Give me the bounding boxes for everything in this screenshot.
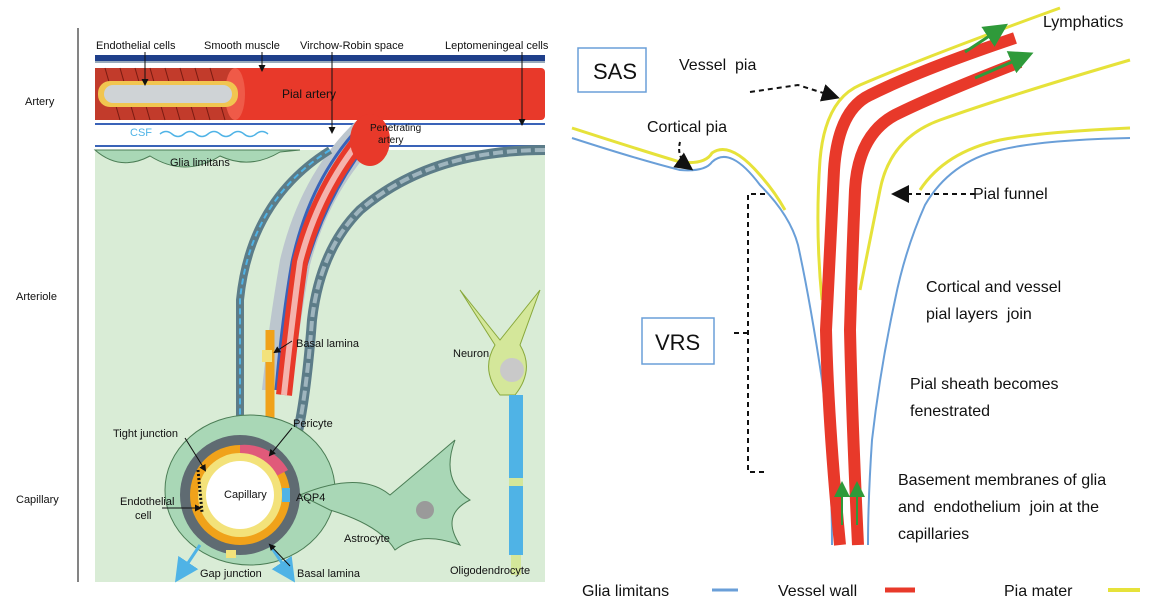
sas-label: SAS (593, 59, 637, 84)
label-cortical-pia: Cortical pia (647, 119, 727, 136)
row-label-arteriole: Arteriole (16, 291, 57, 303)
label-pial-artery: Pial artery (282, 87, 336, 101)
oligodendrocyte-myelin (509, 395, 523, 555)
label-virchow-robin-space: Virchow-Robin space (300, 40, 404, 52)
label-gap-junction: Gap junction (200, 568, 262, 580)
legend-vessel-wall: Vessel wall (778, 583, 857, 600)
label-basement-2: and endothelium join at the (898, 499, 1099, 516)
legend-glia-limitans: Glia limitans (582, 583, 669, 600)
pia-cortical-right (920, 128, 1130, 190)
legend-pia-mater: Pia mater (1004, 583, 1073, 600)
row-label-capillary: Capillary (16, 494, 59, 506)
aqp4-mark (282, 488, 290, 502)
label-neuron: Neuron (453, 348, 489, 360)
artery-lumen (104, 85, 232, 103)
gap-junction-mark (226, 550, 236, 558)
label-csf: CSF (130, 127, 152, 139)
label-lymphatics: Lymphatics (1043, 14, 1123, 31)
cortical-pia-arrow (679, 142, 690, 168)
label-penetrating-artery-2: artery (378, 135, 404, 146)
label-basal-lamina-top: Basal lamina (296, 338, 360, 350)
label-pericyte: Pericyte (293, 418, 333, 430)
label-capillary: Capillary (224, 489, 267, 501)
pia-vessel-right (860, 60, 1130, 290)
label-endothelial-cell-1: Endothelial (120, 496, 174, 508)
label-aqp4: AQP4 (296, 492, 325, 504)
label-leptomeningeal-cells: Leptomeningeal cells (445, 40, 549, 52)
label-endothelial-cells: Endothelial cells (96, 40, 176, 52)
neuron-nucleus (500, 358, 524, 382)
vrs-label: VRS (655, 330, 700, 355)
label-astrocyte: Astrocyte (344, 533, 390, 545)
label-fenestrated-1: Pial sheath becomes (910, 376, 1059, 393)
label-smooth-muscle: Smooth muscle (204, 40, 280, 52)
left-panel: Artery Arteriole Capillary Endothelial c… (16, 28, 549, 582)
label-basement-1: Basement membranes of glia (898, 472, 1106, 489)
label-fenestrated-2: fenestrated (910, 403, 990, 420)
right-panel: SAS VRS Lymphatics Vessel pia Cortical p… (572, 8, 1130, 545)
meningeal-layer (95, 55, 545, 61)
legend: Glia limitans Vessel wall Pia mater (582, 583, 1140, 600)
label-pial-funnel: Pial funnel (973, 186, 1048, 203)
vessel-pia-arrow (750, 85, 836, 97)
row-label-artery: Artery (25, 96, 55, 108)
vrs-bracket (748, 194, 765, 472)
label-glia-limitans: Glia limitans (170, 157, 230, 169)
label-tight-junction: Tight junction (113, 428, 178, 440)
label-vessel-pia: Vessel pia (679, 57, 756, 74)
label-basement-3: capillaries (898, 526, 969, 543)
label-penetrating-artery-1: Penetrating (370, 123, 421, 134)
astrocyte-nucleus (416, 501, 434, 519)
label-endothelial-cell-2: cell (135, 510, 152, 522)
label-cortical-join-2: pial layers join (926, 306, 1032, 323)
label-oligodendrocyte: Oligodendrocyte (450, 565, 530, 577)
label-basal-lamina-bottom: Basal lamina (297, 568, 361, 580)
label-cortical-join-1: Cortical and vessel (926, 279, 1061, 296)
